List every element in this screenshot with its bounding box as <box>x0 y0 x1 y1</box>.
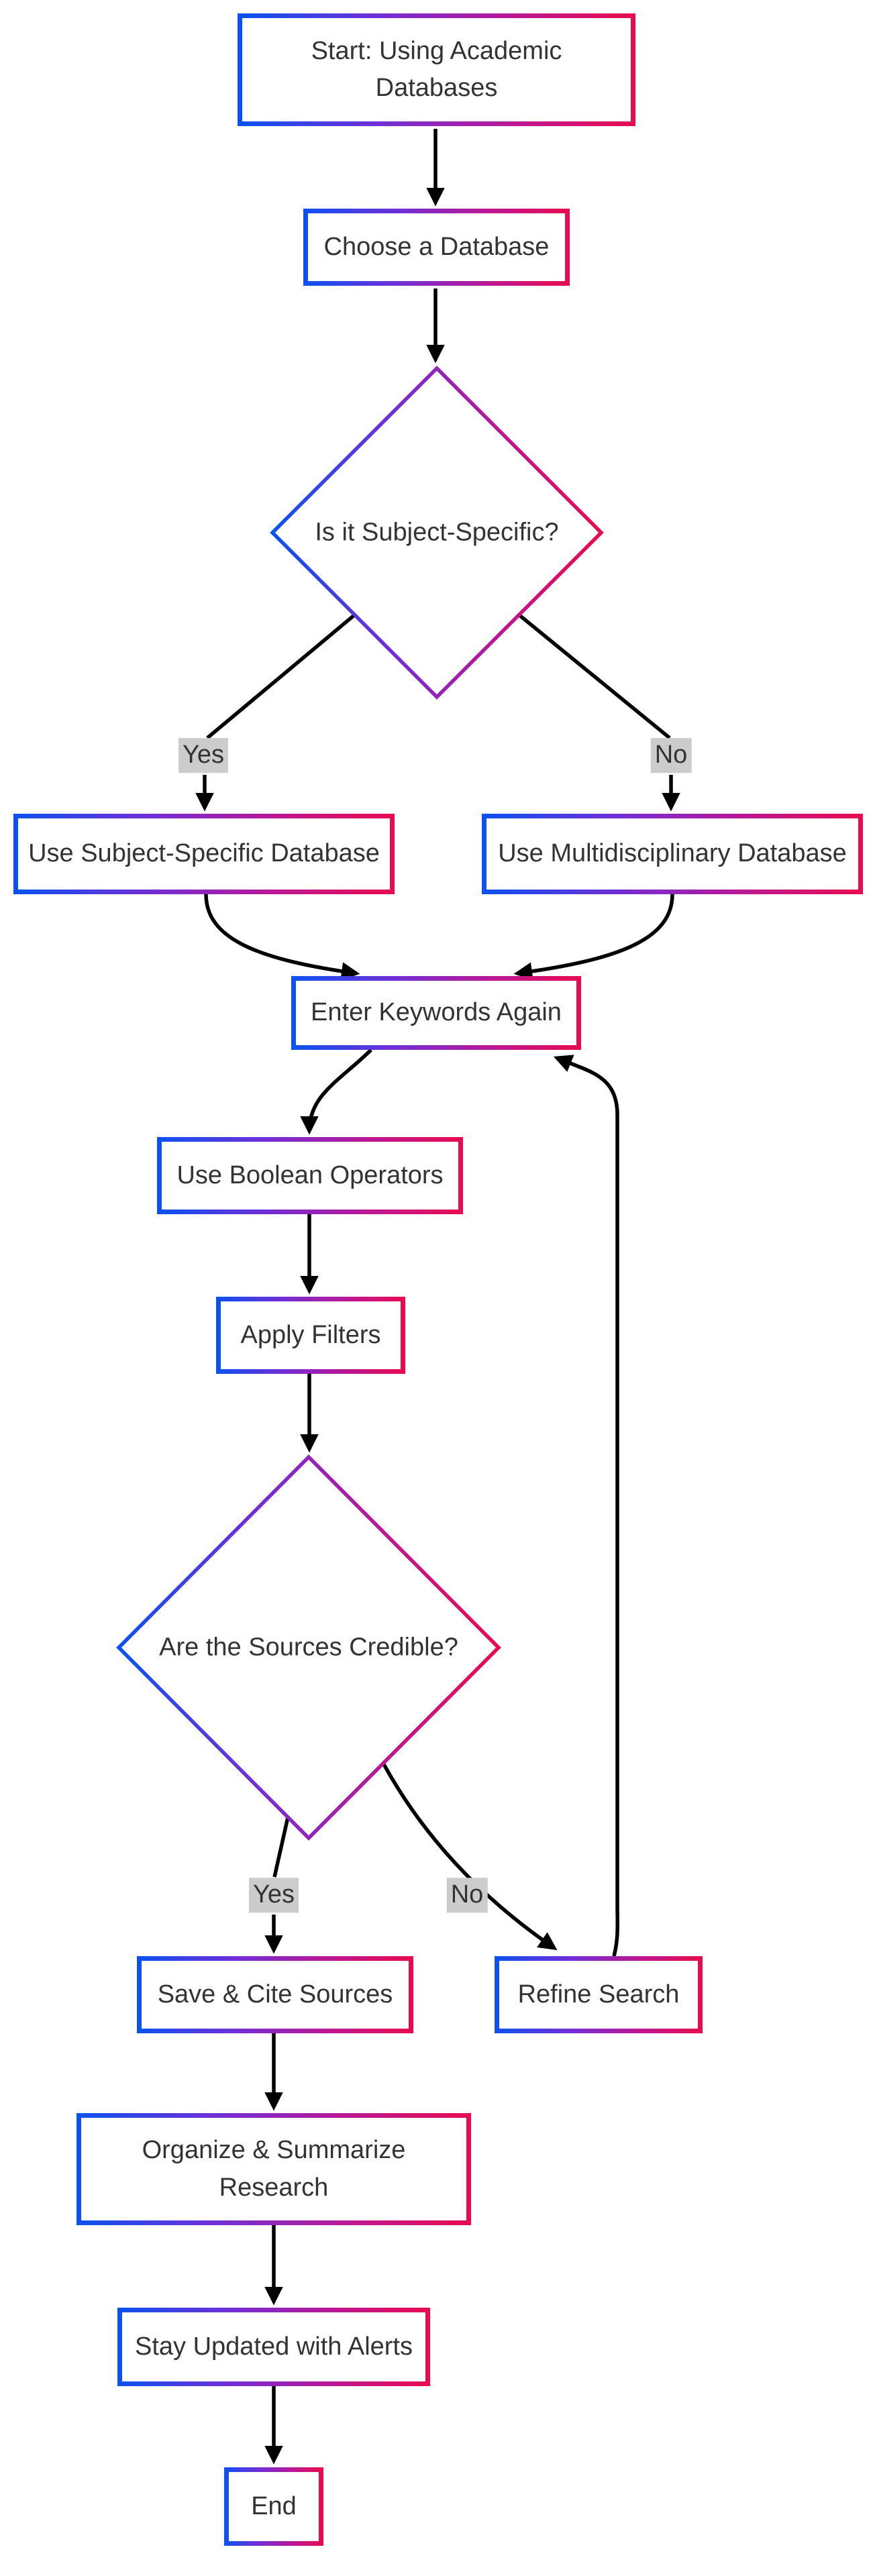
edge-subject-keywords <box>204 894 360 981</box>
edge-decision-yes-line <box>206 613 356 740</box>
edge-label-no-2: No <box>446 1878 488 1913</box>
node-refine-label: Refine Search <box>517 1980 680 2008</box>
node-organize: Organize & Summarize Research <box>76 2113 471 2225</box>
node-decision-credible-shape <box>116 1454 501 1841</box>
node-filters: Apply Filters <box>216 1297 405 1374</box>
edge-label-no-1: No <box>650 738 692 773</box>
node-end: End <box>224 2467 323 2546</box>
node-refine: Refine Search <box>495 1956 703 2033</box>
node-keywords-label: Enter Keywords Again <box>311 998 562 1027</box>
node-decision-credible-label: Are the Sources Credible? <box>159 1633 458 1662</box>
node-boolean-ops: Use Boolean Operators <box>157 1137 463 1214</box>
node-alerts-label: Stay Updated with Alerts <box>135 2332 413 2361</box>
edge-multi-keywords <box>513 894 674 981</box>
edge-label-yes-2: Yes <box>249 1878 299 1913</box>
node-end-label: End <box>251 2491 297 2520</box>
edge-decision2-no-line <box>382 1763 558 1951</box>
edge-decision2-yes-line <box>272 1817 290 1878</box>
edge-keywords-boolean <box>300 1049 372 1135</box>
edge-refine-keywords-loop <box>553 1055 620 1957</box>
node-alerts: Stay Updated with Alerts <box>117 2308 430 2386</box>
node-multi-db-label: Use Multidisciplinary Database <box>498 839 847 868</box>
node-organize-label: Organize & Summarize Research <box>142 2136 406 2202</box>
node-subject-db: Use Subject-Specific Database <box>13 814 395 894</box>
node-filters-label: Apply Filters <box>240 1320 381 1349</box>
node-multi-db: Use Multidisciplinary Database <box>482 814 863 894</box>
edge-label-yes-1: Yes <box>178 738 228 773</box>
node-choose: Choose a Database <box>303 209 570 286</box>
edge-decision-no-line <box>518 613 671 740</box>
node-save-cite: Save & Cite Sources <box>137 1956 413 2033</box>
node-start: Start: Using Academic Databases <box>238 13 635 126</box>
node-start-label: Start: Using Academic Databases <box>311 36 562 102</box>
node-choose-label: Choose a Database <box>323 232 550 261</box>
node-decision-subject-shape <box>270 366 604 700</box>
node-decision-subject-label: Is it Subject-Specific? <box>315 518 559 547</box>
node-save-cite-label: Save & Cite Sources <box>157 1980 393 2008</box>
node-boolean-ops-label: Use Boolean Operators <box>176 1161 444 1189</box>
node-subject-db-label: Use Subject-Specific Database <box>28 839 380 868</box>
node-keywords: Enter Keywords Again <box>291 976 581 1050</box>
